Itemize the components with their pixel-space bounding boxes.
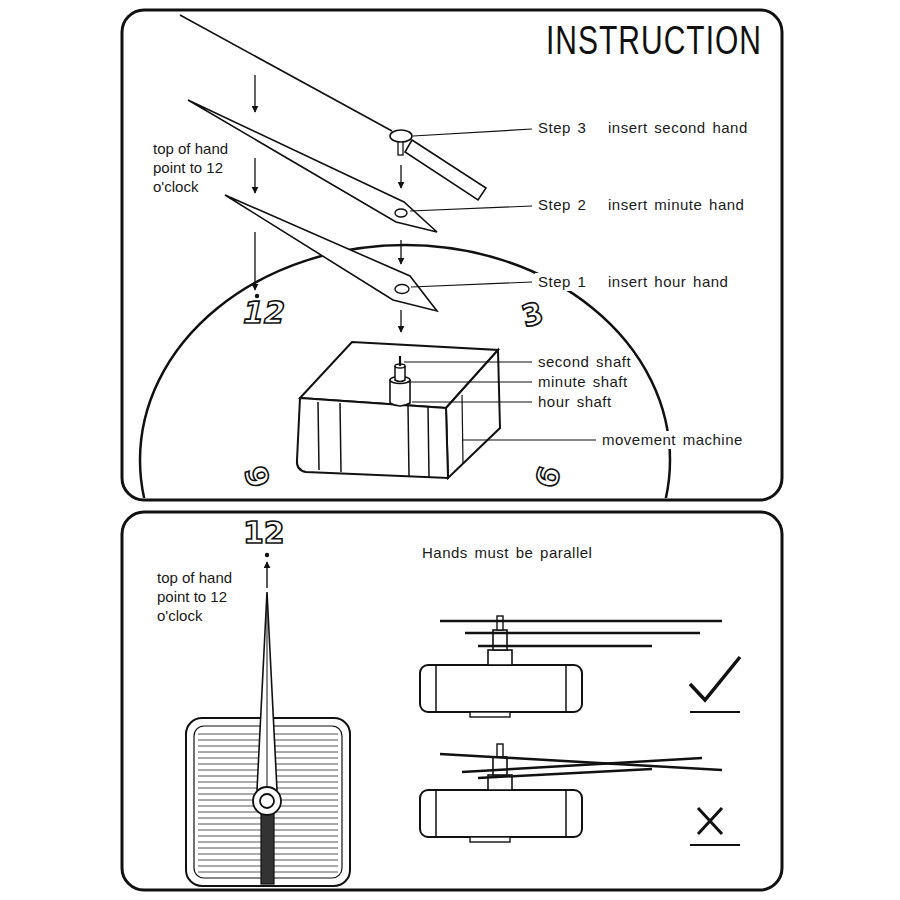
leader-line <box>462 439 596 440</box>
leader-line <box>411 282 532 287</box>
part-name: second shaft <box>535 353 634 371</box>
part-name: minute shaft <box>535 373 631 391</box>
movement-notch <box>408 406 409 476</box>
dial-number: 9 <box>239 463 273 491</box>
hour-hand <box>478 769 652 778</box>
down-arrow <box>400 310 401 332</box>
movement-side <box>446 350 500 478</box>
down-arrow <box>254 232 255 290</box>
shaft-tip <box>497 616 503 630</box>
cross-mark <box>698 808 722 834</box>
title: INSTRUCTION <box>546 20 762 61</box>
part-name: movement machine <box>599 431 746 449</box>
movement-notch <box>435 665 437 712</box>
second-hand <box>440 620 722 623</box>
cross-underline <box>690 844 740 846</box>
correct-side-view <box>420 616 722 717</box>
movement-front <box>297 398 448 478</box>
hands-hub-inner <box>260 794 274 808</box>
hands-hub <box>253 787 281 815</box>
movement-notch <box>462 395 463 463</box>
minute-hand <box>188 100 437 232</box>
movement-notch <box>428 407 429 477</box>
second-hand <box>267 600 268 790</box>
movement-notch <box>340 403 341 472</box>
step-text: insert hour hand <box>605 273 731 291</box>
up-arrow <box>266 562 267 588</box>
note-text: top of hand point to 12 o'clock <box>153 139 253 196</box>
second-hand-hub <box>390 130 412 142</box>
hour-hand <box>478 645 652 648</box>
shaft-base <box>488 650 512 665</box>
minute-hand <box>465 632 700 635</box>
dial-number: 6 <box>531 463 565 491</box>
dial-number: 12 <box>240 298 288 328</box>
second-hand-tail <box>405 140 486 200</box>
down-arrow <box>400 165 401 188</box>
shaft-tip <box>497 744 503 757</box>
leader-line <box>407 381 532 382</box>
movement-notch <box>565 790 567 837</box>
step-number: Step 3 <box>535 119 589 137</box>
leader-line <box>412 401 532 402</box>
bottom-panel <box>122 512 782 890</box>
movement-tab <box>470 837 510 842</box>
down-arrow <box>254 75 255 112</box>
note-text: top of hand point to 12 o'clock <box>157 568 257 625</box>
leader-line <box>410 206 532 211</box>
movement-side <box>420 790 582 837</box>
minute-hand-hole <box>395 209 407 217</box>
part-name: hour shaft <box>535 393 615 411</box>
second-shaft <box>399 356 401 366</box>
leader-line <box>404 361 532 362</box>
check-mark <box>690 657 740 700</box>
hour-hand-hole <box>395 285 409 294</box>
down-arrow <box>400 240 401 264</box>
shaft <box>493 757 507 775</box>
twelve-dot <box>265 553 269 557</box>
top-panel <box>122 10 782 500</box>
second-hand <box>440 754 722 770</box>
step-text: insert second hand <box>605 119 751 137</box>
movement-notch <box>435 790 437 837</box>
step-number: Step 2 <box>535 196 589 214</box>
second-hand-tail <box>261 808 274 884</box>
down-arrow <box>254 158 255 193</box>
wrong-side-view <box>420 744 722 842</box>
movement-notch <box>318 402 319 470</box>
dial-number: 12 <box>243 518 285 548</box>
step-text: insert minute hand <box>605 196 747 214</box>
dial-number: 3 <box>518 298 546 332</box>
step-number: Step 1 <box>535 273 589 291</box>
minute-hand <box>462 758 702 772</box>
movement-tab <box>470 712 510 717</box>
hour-hand <box>225 195 437 311</box>
note-heading: Hands must be parallel <box>419 544 595 562</box>
check-underline <box>690 711 740 713</box>
leader-line <box>413 129 532 136</box>
movement-side <box>420 665 582 712</box>
movement-notch <box>565 665 567 712</box>
hands-stack <box>257 592 277 790</box>
